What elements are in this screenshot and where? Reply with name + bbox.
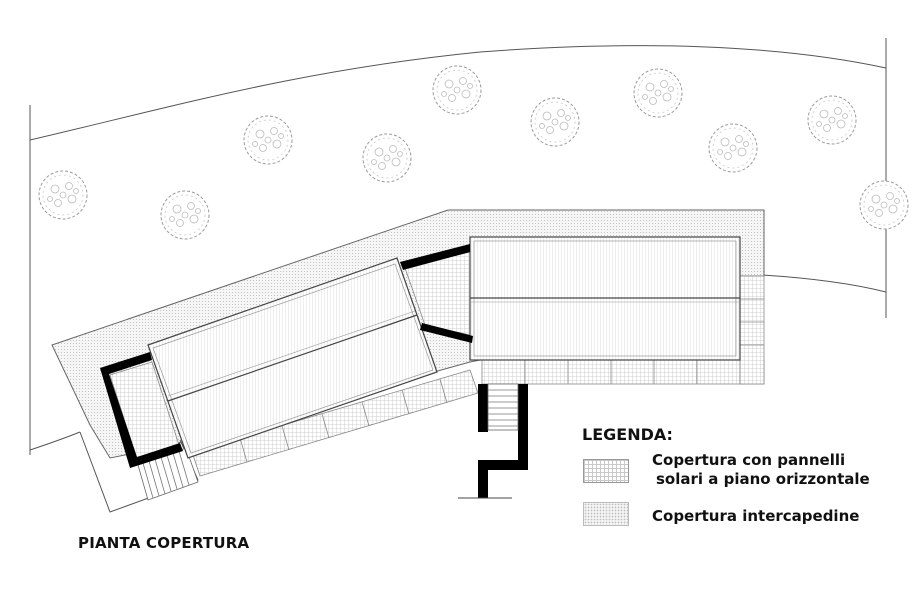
tree-icon	[38, 170, 88, 220]
tree-icon	[432, 65, 482, 115]
east-roof	[469, 236, 741, 361]
legend-swatch-intercapedine-dots	[583, 502, 629, 526]
legend-item-intercapedine-label: Copertura intercapedine	[652, 507, 860, 525]
solar-area-south-strip-right	[481, 359, 765, 385]
legend-heading: LEGENDA:	[582, 425, 673, 444]
tree-icon	[807, 95, 857, 145]
panel-divisions	[239, 298, 764, 463]
stairs-left	[137, 447, 199, 501]
wall-stair-east	[478, 384, 528, 498]
west-roof-ridge	[167, 314, 418, 402]
walls	[100, 244, 528, 498]
tree-icon	[859, 180, 909, 230]
legend-item-solar-panels: Copertura con pannelli solari a piano or…	[652, 451, 870, 489]
wall-stair-core	[478, 384, 488, 432]
tree-icon	[530, 97, 580, 147]
west-roof	[147, 257, 438, 459]
tree-icon	[633, 68, 683, 118]
solar-panel-areas	[109, 251, 765, 477]
wall-link-south	[420, 323, 473, 343]
wall-west-l	[100, 352, 183, 468]
drawing-title: PIANTA COPERTURA	[78, 534, 250, 552]
stairs-east	[487, 383, 519, 431]
tree-icon	[160, 190, 210, 240]
legend-item-solar-line2: solari a piano orizzontale	[656, 470, 870, 488]
tree-icon	[362, 133, 412, 183]
tree-icon	[708, 123, 758, 173]
terrain-lower-contour-right	[761, 274, 887, 293]
legend-item-intercapedine: Copertura intercapedine	[652, 507, 859, 526]
wall-link-north	[400, 244, 470, 270]
legend-item-solar-line1: Copertura con pannelli	[652, 451, 846, 469]
terrain-upper-contour	[29, 45, 887, 141]
solar-area-east-strip	[739, 275, 765, 385]
legend-swatch-solar-grid	[583, 459, 629, 483]
tree-icon	[243, 115, 293, 165]
terrain-lower-contour-left	[29, 431, 81, 451]
